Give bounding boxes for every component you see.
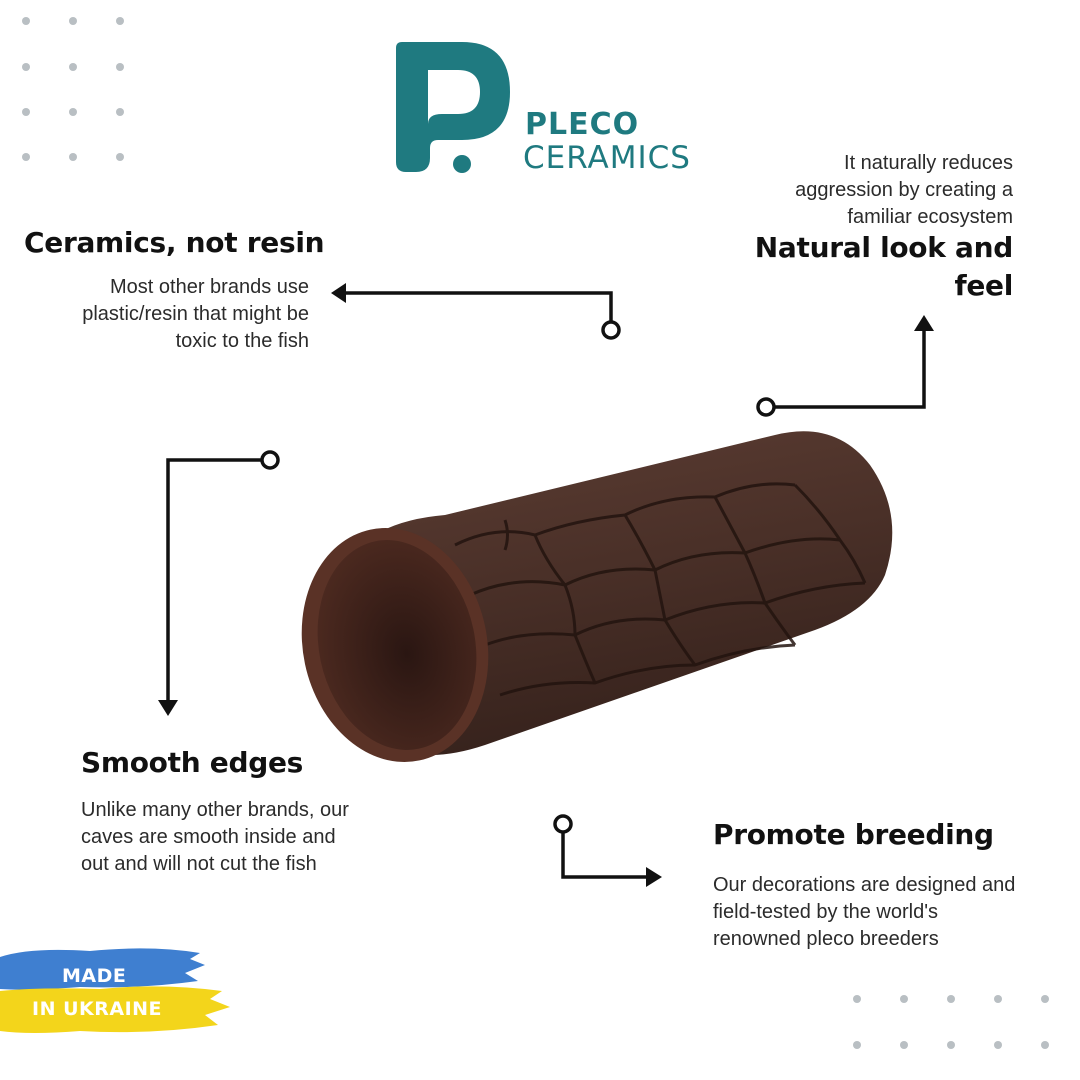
arrow-up-icon: [756, 315, 934, 417]
text-line: field-tested by the world's: [713, 901, 939, 923]
text-line: caves are smooth inside and: [81, 826, 336, 848]
text-line: Our decorations are designed and: [713, 874, 1016, 896]
arrow-down-icon: [158, 450, 280, 716]
arrow-left-icon: [331, 283, 621, 340]
pleco-p-logo-icon: [396, 42, 510, 173]
feature-title-smooth: Smooth edges: [81, 746, 304, 779]
feature-title-natural: Natural look and feel: [700, 229, 1014, 305]
title-line: Natural look and: [754, 231, 1014, 264]
badge-line2: IN UKRAINE: [32, 998, 163, 1020]
text-line: aggression by creating a: [795, 179, 1013, 201]
brand-name-line2: CERAMICS: [523, 140, 691, 176]
text-line: toxic to the fish: [175, 330, 309, 352]
feature-text-breeding: Our decorations are designed and field-t…: [713, 872, 1073, 953]
feature-text-smooth: Unlike many other brands, our caves are …: [81, 797, 401, 878]
text-line: familiar ecosystem: [847, 206, 1013, 228]
feature-title-ceramics: Ceramics, not resin: [24, 226, 325, 259]
text-line: renowned pleco breeders: [713, 928, 939, 950]
text-line: out and will not cut the fish: [81, 853, 317, 875]
arrow-right-icon: [553, 814, 662, 887]
title-line: feel: [954, 269, 1013, 302]
feature-text-natural: It naturally reduces aggression by creat…: [700, 150, 1013, 231]
text-line: Most other brands use: [110, 276, 309, 298]
text-line: Unlike many other brands, our: [81, 799, 349, 821]
ukraine-flag-brush-icon: [0, 948, 230, 1033]
feature-text-ceramics: Most other brands use plastic/resin that…: [20, 274, 309, 355]
ceramic-cave-image: [301, 431, 893, 762]
badge-line1: MADE: [62, 965, 127, 987]
feature-title-breeding: Promote breeding: [713, 818, 994, 851]
text-line: plastic/resin that might be: [82, 303, 309, 325]
brand-name-line1: PLECO: [525, 107, 640, 142]
text-line: It naturally reduces: [844, 152, 1013, 174]
